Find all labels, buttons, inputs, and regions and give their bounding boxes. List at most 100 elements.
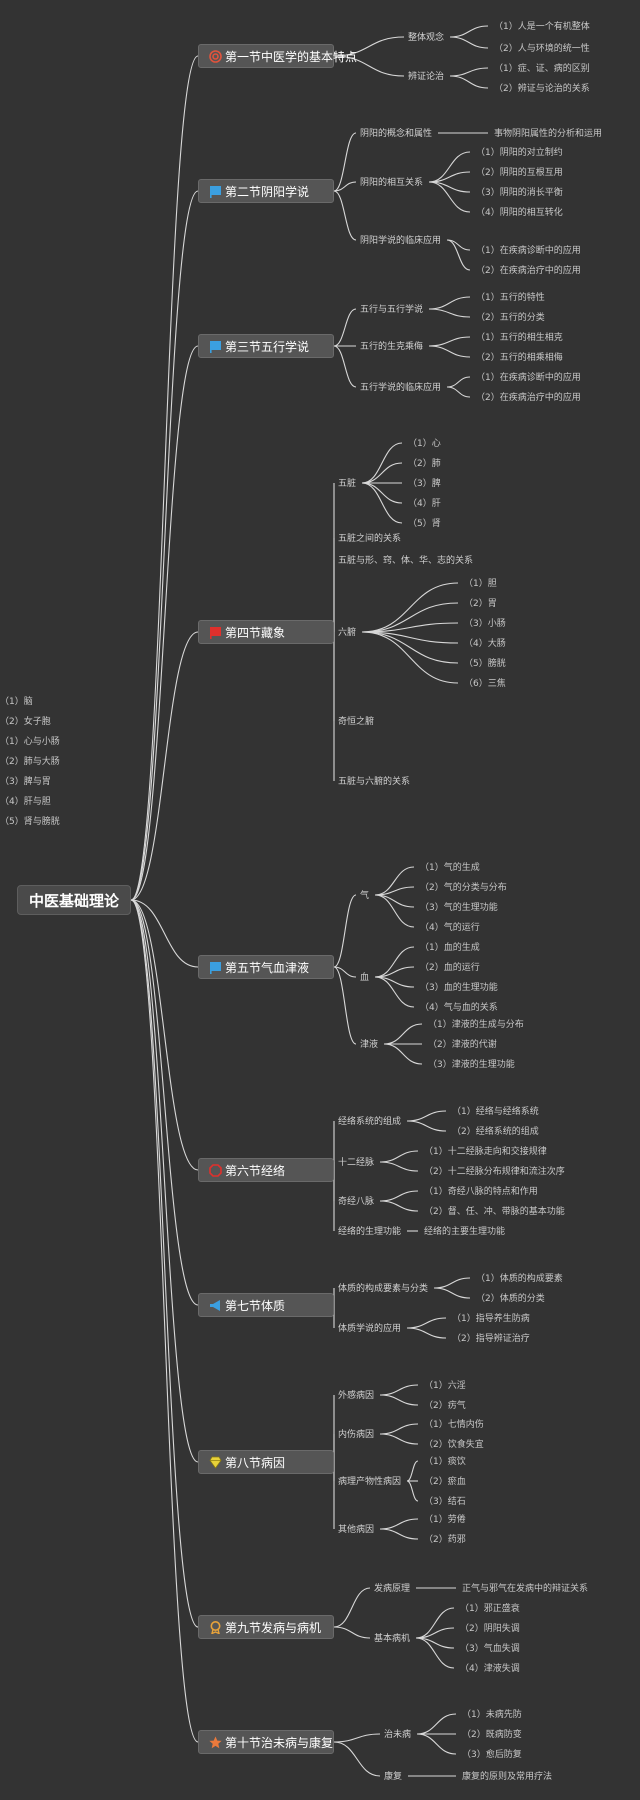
leaf-topic[interactable]: 正气与邪气在发病中的辩证关系 bbox=[462, 1584, 589, 1594]
section-topic[interactable]: 第六节经络 bbox=[198, 1158, 334, 1182]
subtopic[interactable]: 奇经八脉 bbox=[338, 1197, 375, 1207]
leaf-topic[interactable]: （1）阴阳的对立制约 bbox=[476, 148, 563, 158]
leaf-topic[interactable]: （2）既病防变 bbox=[462, 1730, 522, 1740]
leaf-topic[interactable]: （2）十二经脉分布规律和流注次序 bbox=[424, 1167, 565, 1177]
leaf-topic[interactable]: （3）阴阳的消长平衡 bbox=[476, 188, 563, 198]
subtopic[interactable]: 内伤病因 bbox=[338, 1430, 375, 1440]
subtopic[interactable]: 发病原理 bbox=[374, 1584, 411, 1594]
leaf-topic[interactable]: （2）津液的代谢 bbox=[428, 1040, 497, 1050]
leaf-topic[interactable]: （2）饮食失宜 bbox=[424, 1440, 484, 1450]
section-topic[interactable]: 第七节体质 bbox=[198, 1293, 334, 1317]
leaf-topic[interactable]: （2）血的运行 bbox=[420, 963, 480, 973]
leaf-topic[interactable]: （2）辨证与论治的关系 bbox=[494, 84, 590, 94]
leaf-topic[interactable]: （5）膀胱 bbox=[464, 659, 506, 669]
leaf-topic[interactable]: （3）小肠 bbox=[464, 619, 506, 629]
subtopic[interactable]: 治未病 bbox=[384, 1730, 412, 1740]
root-topic[interactable]: 中医基础理论 bbox=[17, 885, 131, 915]
leaf-topic[interactable]: （1）人是一个有机整体 bbox=[494, 22, 590, 32]
subtopic[interactable]: 奇恒之腑 bbox=[338, 717, 375, 727]
subtopic[interactable]: 血 bbox=[360, 973, 370, 983]
subtopic[interactable]: 体质的构成要素与分类 bbox=[338, 1284, 429, 1294]
leaf-topic[interactable]: （1）气的生成 bbox=[420, 863, 480, 873]
leaf-topic[interactable]: （2）药邪 bbox=[424, 1535, 466, 1545]
leaf-topic[interactable]: （1）十二经脉走向和交接规律 bbox=[424, 1147, 547, 1157]
leaf-topic[interactable]: （3）血的生理功能 bbox=[420, 983, 498, 993]
leaf-topic[interactable]: （4）阴阳的相互转化 bbox=[476, 208, 563, 218]
leaf-topic[interactable]: （2）瘀血 bbox=[424, 1477, 466, 1487]
leaf-topic[interactable]: （3）气血失调 bbox=[460, 1644, 520, 1654]
leaf-topic[interactable]: （1）奇经八脉的特点和作用 bbox=[424, 1187, 538, 1197]
leaf-topic[interactable]: （4）气与血的关系 bbox=[420, 1003, 498, 1013]
subtopic[interactable]: 整体观念 bbox=[408, 33, 445, 43]
section-topic[interactable]: 第八节病因 bbox=[198, 1450, 334, 1474]
leaf-topic[interactable]: （2）体质的分类 bbox=[476, 1294, 545, 1304]
leaf-topic[interactable]: （4）津液失调 bbox=[460, 1664, 520, 1674]
subtopic[interactable]: 气 bbox=[360, 891, 370, 901]
leaf-topic[interactable]: （3）愈后防复 bbox=[462, 1750, 522, 1760]
leaf-topic[interactable]: （2）肺 bbox=[408, 459, 441, 469]
subtopic[interactable]: 其他病因 bbox=[338, 1525, 375, 1535]
leaf-topic[interactable]: （1）邪正盛衰 bbox=[460, 1604, 520, 1614]
leaf-topic[interactable]: （2）女子胞 bbox=[0, 717, 51, 727]
leaf-topic[interactable]: （2）在疾病治疗中的应用 bbox=[476, 266, 581, 276]
leaf-topic[interactable]: （1）血的生成 bbox=[420, 943, 480, 953]
subtopic[interactable]: 体质学说的应用 bbox=[338, 1324, 402, 1334]
leaf-topic[interactable]: （2）五行的分类 bbox=[476, 313, 545, 323]
subtopic[interactable]: 六腑 bbox=[338, 628, 357, 638]
leaf-topic[interactable]: （3）结石 bbox=[424, 1497, 466, 1507]
section-topic[interactable]: 第三节五行学说 bbox=[198, 334, 334, 358]
leaf-topic[interactable]: （5）肾与膀胱 bbox=[0, 817, 60, 827]
subtopic[interactable]: 经络的生理功能 bbox=[338, 1227, 402, 1237]
leaf-topic[interactable]: 事物阴阳属性的分析和运用 bbox=[494, 129, 603, 139]
leaf-topic[interactable]: （2）人与环境的统一性 bbox=[494, 44, 590, 54]
section-topic[interactable]: 第二节阴阳学说 bbox=[198, 179, 334, 203]
leaf-topic[interactable]: （1）五行的相生相克 bbox=[476, 333, 563, 343]
leaf-topic[interactable]: （1）胆 bbox=[464, 579, 497, 589]
leaf-topic[interactable]: （1）症、证、病的区别 bbox=[494, 64, 590, 74]
subtopic[interactable]: 阴阳的概念和属性 bbox=[360, 129, 433, 139]
subtopic[interactable]: 阴阳的相互关系 bbox=[360, 178, 424, 188]
subtopic[interactable]: 阴阳学说的临床应用 bbox=[360, 236, 442, 246]
leaf-topic[interactable]: （4）肝 bbox=[408, 499, 441, 509]
leaf-topic[interactable]: （3）气的生理功能 bbox=[420, 903, 498, 913]
section-topic[interactable]: 第九节发病与病机 bbox=[198, 1615, 334, 1639]
leaf-topic[interactable]: （1）心 bbox=[408, 439, 441, 449]
leaf-topic[interactable]: （1）痰饮 bbox=[424, 1457, 466, 1467]
leaf-topic[interactable]: （1）体质的构成要素 bbox=[476, 1274, 563, 1284]
leaf-topic[interactable]: （3）津液的生理功能 bbox=[428, 1060, 515, 1070]
leaf-topic[interactable]: （4）气的运行 bbox=[420, 923, 480, 933]
subtopic[interactable]: 五行与五行学说 bbox=[360, 305, 424, 315]
leaf-topic[interactable]: （1）五行的特性 bbox=[476, 293, 545, 303]
leaf-topic[interactable]: （6）三焦 bbox=[464, 679, 506, 689]
subtopic[interactable]: 康复 bbox=[384, 1772, 403, 1782]
leaf-topic[interactable]: （2）经络系统的组成 bbox=[452, 1127, 539, 1137]
leaf-topic[interactable]: （2）指导辨证治疗 bbox=[452, 1334, 530, 1344]
subtopic[interactable]: 五脏 bbox=[338, 479, 357, 489]
leaf-topic[interactable]: （2）肺与大肠 bbox=[0, 757, 60, 767]
section-topic[interactable]: 第十节治未病与康复 bbox=[198, 1730, 334, 1754]
section-topic[interactable]: 第一节中医学的基本特点 bbox=[198, 44, 357, 68]
leaf-topic[interactable]: （1）七情内伤 bbox=[424, 1420, 484, 1430]
subtopic[interactable]: 五脏与形、窍、体、华、志的关系 bbox=[338, 556, 474, 566]
leaf-topic[interactable]: （4）肝与胆 bbox=[0, 797, 51, 807]
leaf-topic[interactable]: （3）脾与胃 bbox=[0, 777, 51, 787]
leaf-topic[interactable]: （2）阴阳失调 bbox=[460, 1624, 520, 1634]
leaf-topic[interactable]: （1）心与小肠 bbox=[0, 737, 60, 747]
leaf-topic[interactable]: （2）气的分类与分布 bbox=[420, 883, 507, 893]
leaf-topic[interactable]: （1）经络与经络系统 bbox=[452, 1107, 539, 1117]
leaf-topic[interactable]: （1）在疾病诊断中的应用 bbox=[476, 246, 581, 256]
leaf-topic[interactable]: （1）在疾病诊断中的应用 bbox=[476, 373, 581, 383]
subtopic[interactable]: 十二经脉 bbox=[338, 1158, 375, 1168]
section-topic[interactable]: 第五节气血津液 bbox=[198, 955, 334, 979]
subtopic[interactable]: 五脏之间的关系 bbox=[338, 534, 402, 544]
subtopic[interactable]: 外感病因 bbox=[338, 1391, 375, 1401]
leaf-topic[interactable]: （2）阴阳的互根互用 bbox=[476, 168, 563, 178]
leaf-topic[interactable]: （2）五行的相乘相侮 bbox=[476, 353, 563, 363]
leaf-topic[interactable]: （1）津液的生成与分布 bbox=[428, 1020, 524, 1030]
leaf-topic[interactable]: （1）劳倦 bbox=[424, 1515, 466, 1525]
subtopic[interactable]: 病理产物性病因 bbox=[338, 1477, 402, 1487]
leaf-topic[interactable]: （1）指导养生防病 bbox=[452, 1314, 530, 1324]
leaf-topic[interactable]: （4）大肠 bbox=[464, 639, 506, 649]
subtopic[interactable]: 津液 bbox=[360, 1040, 379, 1050]
section-topic[interactable]: 第四节藏象 bbox=[198, 620, 334, 644]
